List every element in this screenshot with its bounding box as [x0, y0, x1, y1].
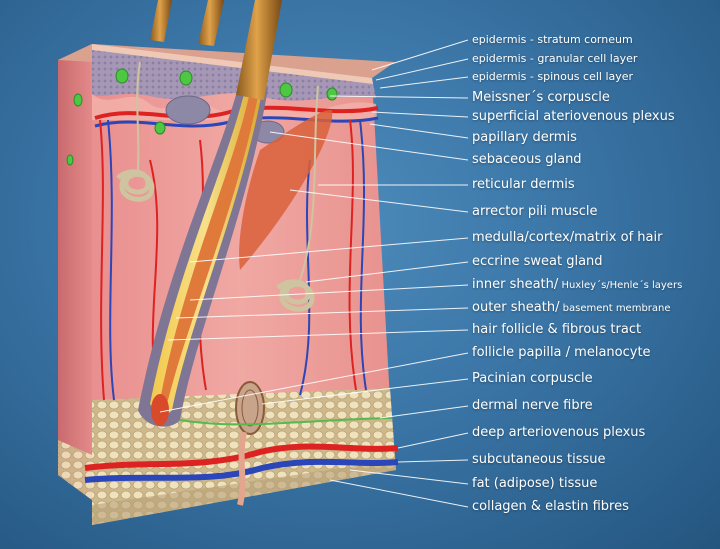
label-inner-sheath-sub: Huxley´s/Henle´s layers — [558, 280, 682, 291]
label-eccrine-gland: eccrine sweat gland — [472, 254, 603, 270]
label-inner-sheath: inner sheath/ Huxley´s/Henle´s layers — [472, 277, 682, 294]
label-superficial-plexus: superficial ateriovenous plexus — [472, 109, 675, 125]
label-papillary-dermis: papillary dermis — [472, 130, 577, 146]
label-outer-sheath-main: outer sheath/ — [472, 300, 559, 315]
label-inner-sheath-main: inner sheath/ — [472, 277, 558, 292]
label-sebaceous-gland: sebaceous gland — [472, 152, 582, 168]
label-epidermis-spinous: epidermis - spinous cell layer — [472, 69, 633, 85]
label-pacinian-corpuscle: Pacinian corpuscle — [472, 371, 593, 387]
label-reticular-dermis: reticular dermis — [472, 177, 575, 193]
label-medulla-cortex: medulla/cortex/matrix of hair — [472, 230, 662, 246]
label-outer-sheath: outer sheath/ basement membrane — [472, 300, 671, 317]
label-arrector-pili: arrector pili muscle — [472, 204, 597, 220]
label-collagen-elastin: collagen & elastin fibres — [472, 499, 629, 515]
label-fat-tissue: fat (adipose) tissue — [472, 476, 597, 492]
label-meissner-corpuscle: Meissner´s corpuscle — [472, 90, 610, 106]
label-dermal-nerve: dermal nerve fibre — [472, 398, 593, 414]
label-epidermis-stratum-corneum: epidermis - stratum corneum — [472, 32, 633, 48]
label-subcutaneous: subcutaneous tissue — [472, 452, 606, 468]
label-follicle-papilla: follicle papilla / melanocyte — [472, 345, 651, 361]
label-hair-follicle: hair follicle & fibrous tract — [472, 322, 641, 338]
label-epidermis-granular: epidermis - granular cell layer — [472, 51, 637, 67]
label-deep-plexus: deep arteriovenous plexus — [472, 425, 645, 441]
label-outer-sheath-sub: basement membrane — [559, 303, 670, 314]
